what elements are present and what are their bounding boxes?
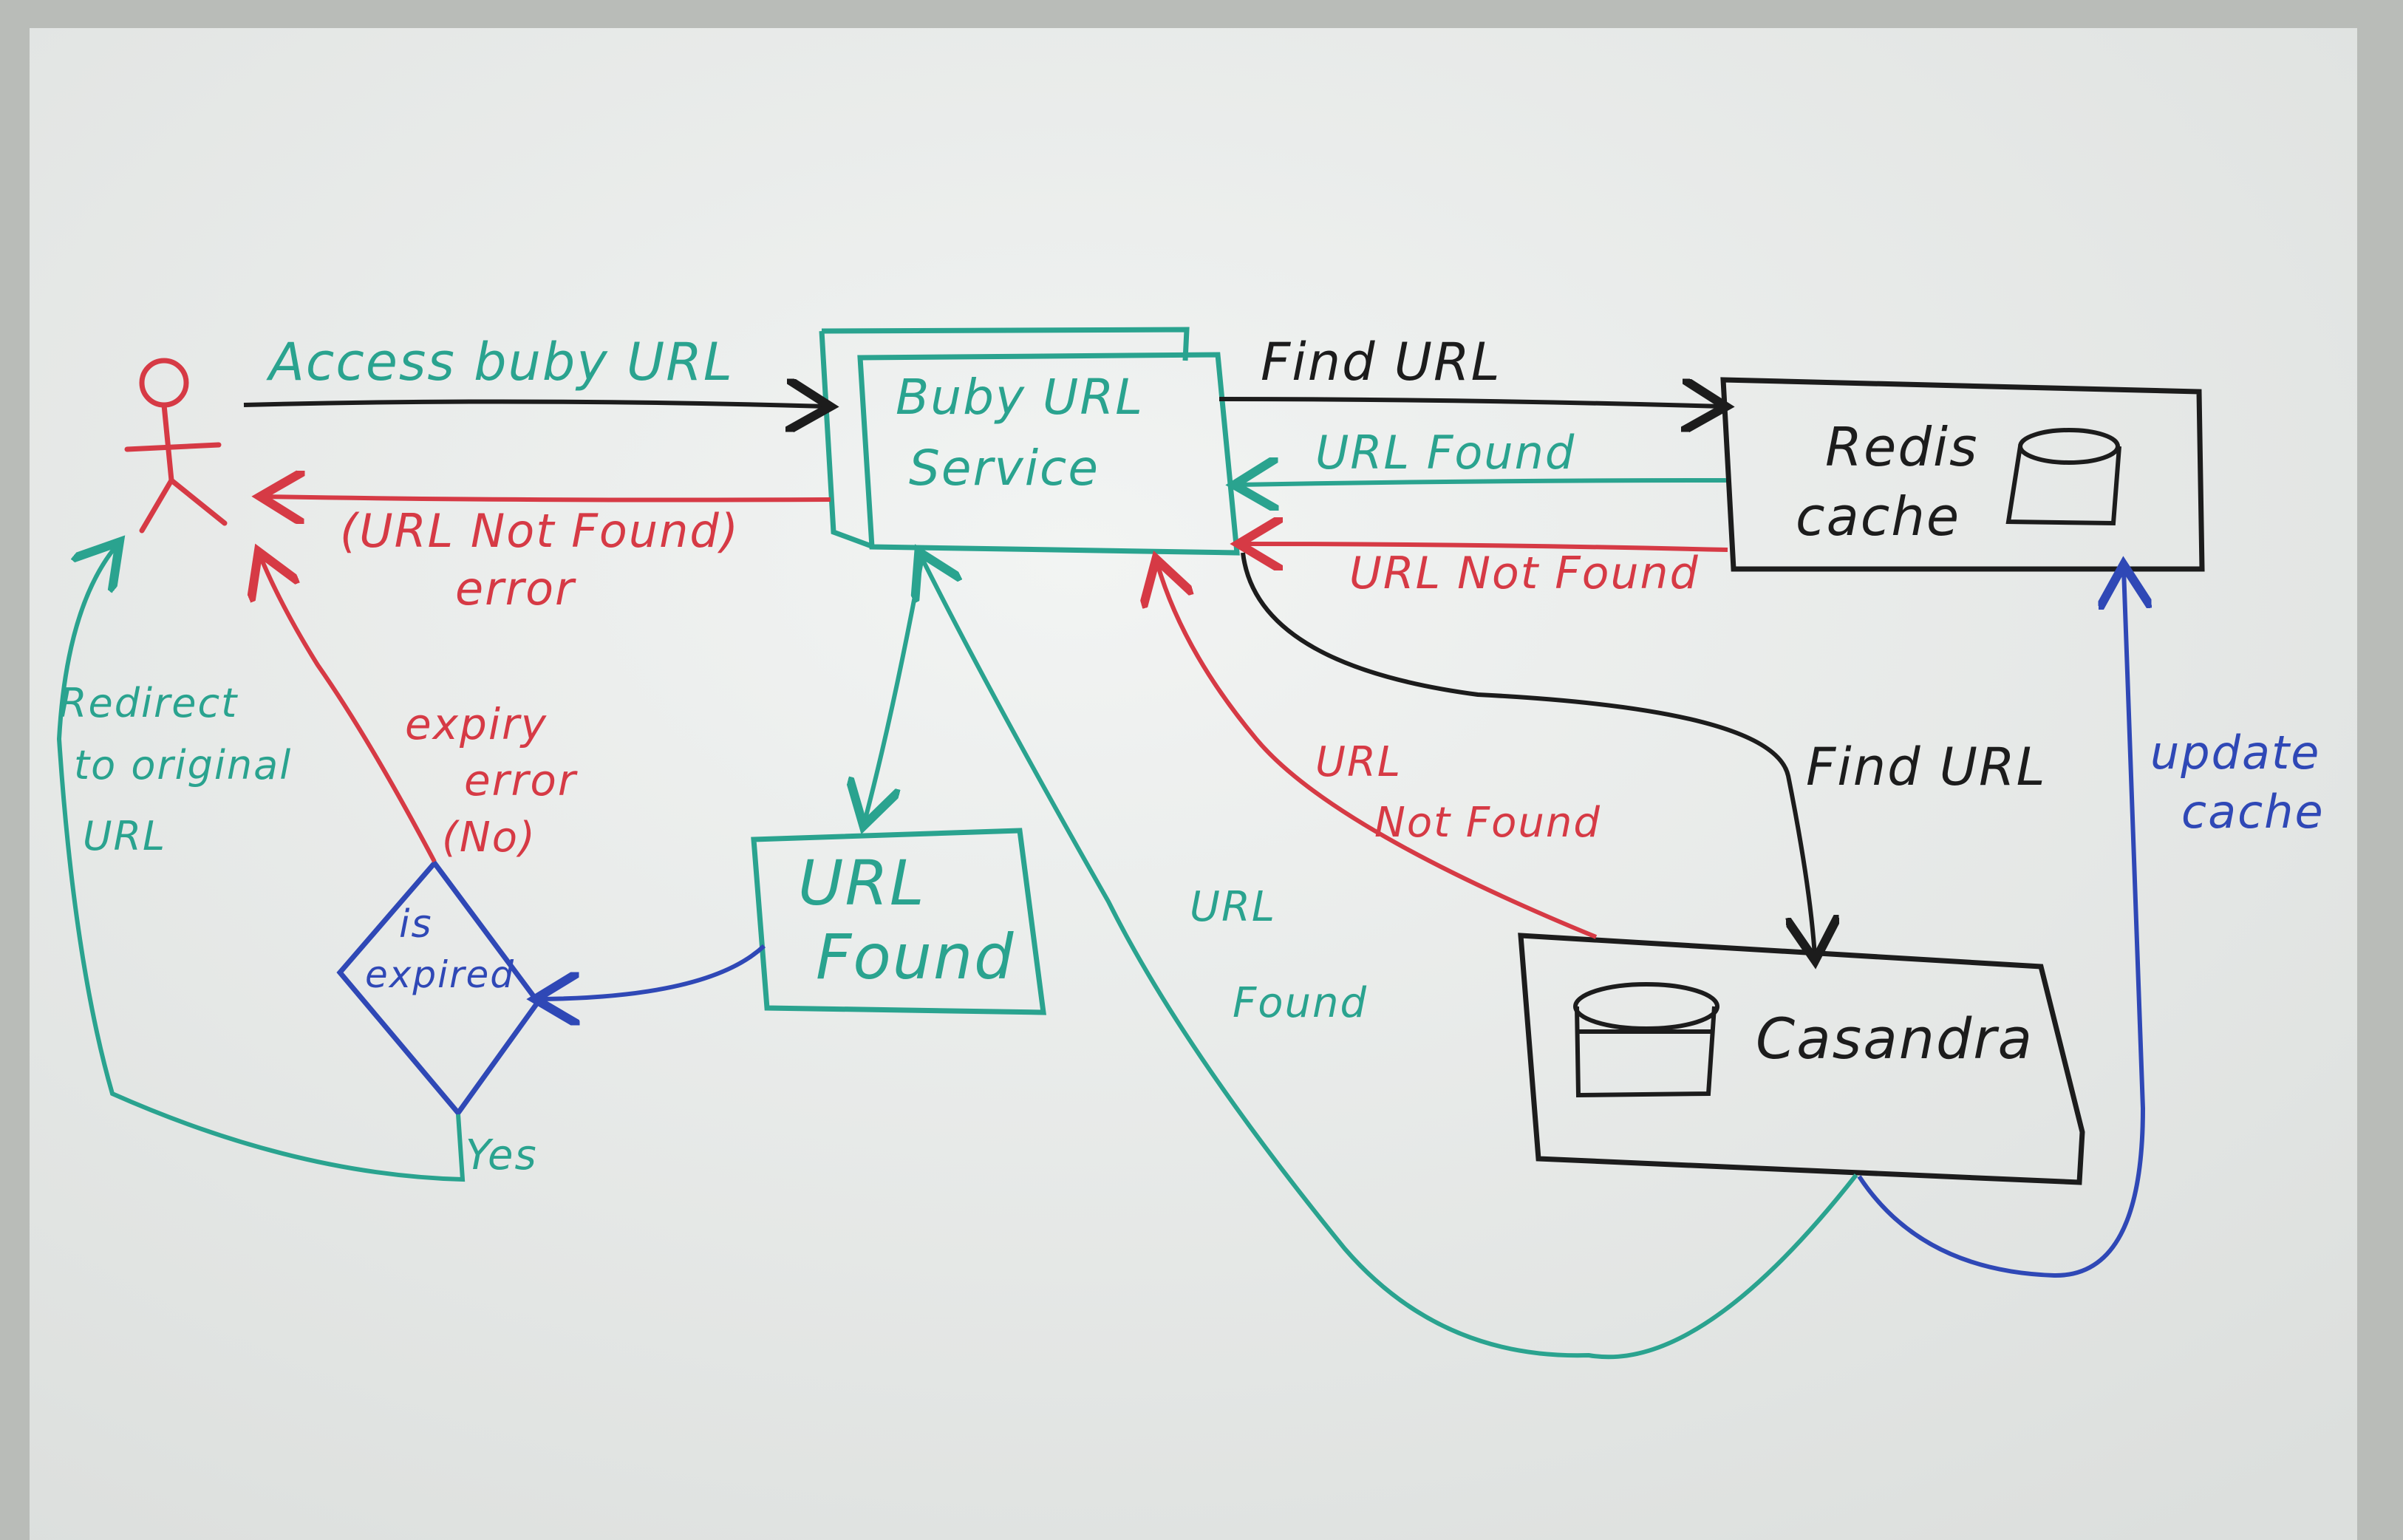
is-expired-line1: is xyxy=(399,902,433,947)
service-to-url-found-arrow xyxy=(865,556,924,822)
redirect-arrow xyxy=(56,545,466,1182)
user-actor-icon xyxy=(124,358,228,534)
access-arrow xyxy=(243,401,826,406)
find-url-top-label: Find URL xyxy=(1261,332,1502,392)
board-surface xyxy=(30,28,2357,1540)
cassandra-database-icon xyxy=(1573,982,1719,1098)
cassandra-box xyxy=(1518,933,2085,1185)
url-not-found-redis-arrow xyxy=(1243,544,1728,550)
yes-branch-label: Yes xyxy=(466,1131,538,1179)
url-found-redis-arrow xyxy=(1238,480,1727,485)
url-found-box-line1: URL xyxy=(798,847,926,919)
service-subtitle-label: Service xyxy=(909,440,1100,497)
is-expired-line2: expired xyxy=(365,953,515,996)
redirect-line2: to original xyxy=(74,742,292,788)
url-found-curve-line2: Found xyxy=(1233,979,1368,1027)
not-found-error-arrow xyxy=(265,497,831,500)
find-url-right-label: Find URL xyxy=(1806,737,2047,797)
expiry-error-line2: error xyxy=(464,755,578,805)
update-cache-line2: cache xyxy=(2181,785,2325,839)
update-cache-line1: update xyxy=(2150,726,2320,780)
url-found-box xyxy=(751,828,1046,1015)
service-title-label: Buby URL xyxy=(896,369,1144,426)
url-found-to-expired-arrow xyxy=(539,944,766,999)
find-url-redis-arrow xyxy=(1218,399,1722,406)
url-found-box-line2: Found xyxy=(816,921,1015,993)
redirect-line3: URL xyxy=(83,813,166,859)
url-found-curve-line1: URL xyxy=(1190,883,1276,931)
url-not-found-mid-line1: URL xyxy=(1315,738,1402,786)
redis-label-line1: Redis xyxy=(1825,416,1979,478)
redis-cache-box xyxy=(1720,377,2205,572)
url-found-top-label: URL Found xyxy=(1315,426,1575,480)
url-not-found-mid-line2: Not Found xyxy=(1374,799,1601,847)
not-found-error-line2: error xyxy=(455,562,576,616)
url-found-cassandra-arrow xyxy=(921,556,1858,1360)
find-url-cassandra-arrow xyxy=(1241,552,1815,956)
url-not-found-top-label: URL Not Found xyxy=(1349,548,1700,599)
expiry-error-arrow xyxy=(260,556,437,863)
not-found-error-line1: (URL Not Found) xyxy=(340,504,740,558)
redis-database-icon xyxy=(2005,428,2121,526)
url-not-found-cassandra-arrow xyxy=(1157,563,1598,939)
access-url-label: Access buby URL xyxy=(266,332,734,392)
no-branch-label: (No) xyxy=(442,814,536,862)
redis-label-line2: cache xyxy=(1796,485,1960,548)
redirect-line1: Redirect xyxy=(59,680,238,726)
update-cache-arrow xyxy=(1857,569,2143,1278)
cassandra-label: Casandra xyxy=(1756,1006,2034,1071)
expiry-error-line1: expiry xyxy=(405,699,548,749)
is-expired-decision-diamond xyxy=(336,859,542,1117)
